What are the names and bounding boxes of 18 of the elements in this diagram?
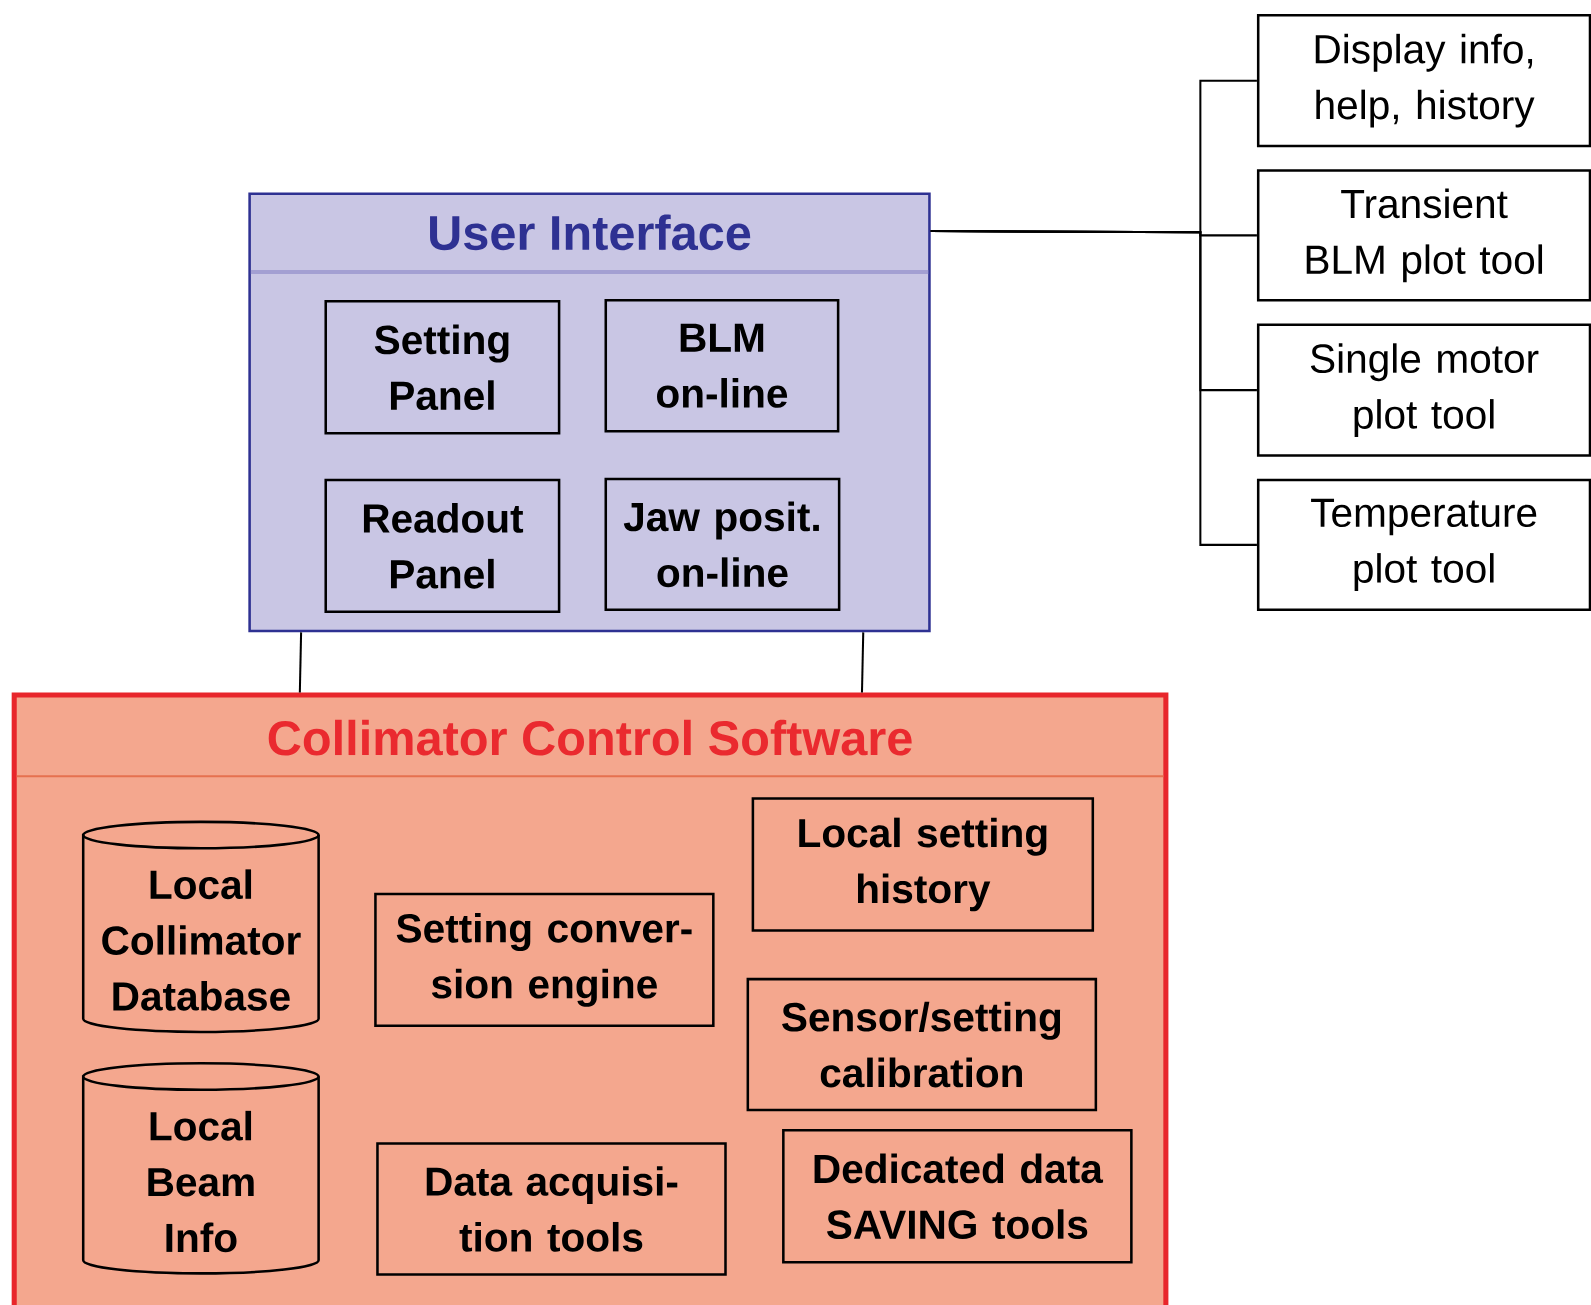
- module-box: Data acquisi- tion tools: [376, 1142, 727, 1276]
- tool-box: Transient BLM plot tool: [1256, 169, 1591, 302]
- module-box: Setting conver- sion engine: [374, 892, 715, 1028]
- module-box: BLM on-line: [604, 299, 840, 433]
- module-box: Readout Panel: [324, 478, 561, 614]
- module-box: Jaw posit. on-line: [604, 477, 841, 612]
- tool-box: Single motor plot tool: [1256, 323, 1591, 457]
- database-cylinder: Local Beam Info: [81, 1062, 320, 1275]
- connector-line: [860, 632, 865, 693]
- connector-line: [298, 632, 303, 693]
- module-box: Sensor/setting calibration: [746, 977, 1098, 1112]
- tool-box: Display info, help, history: [1256, 13, 1591, 148]
- module-box: Dedicated data SAVING tools: [782, 1129, 1133, 1264]
- connector-line: [930, 230, 1257, 546]
- module-box: Local setting history: [751, 797, 1095, 932]
- module-box: Setting Panel: [324, 300, 561, 435]
- database-cylinder: Local Collimator Database: [81, 820, 320, 1034]
- tool-box: Temperature plot tool: [1256, 478, 1591, 612]
